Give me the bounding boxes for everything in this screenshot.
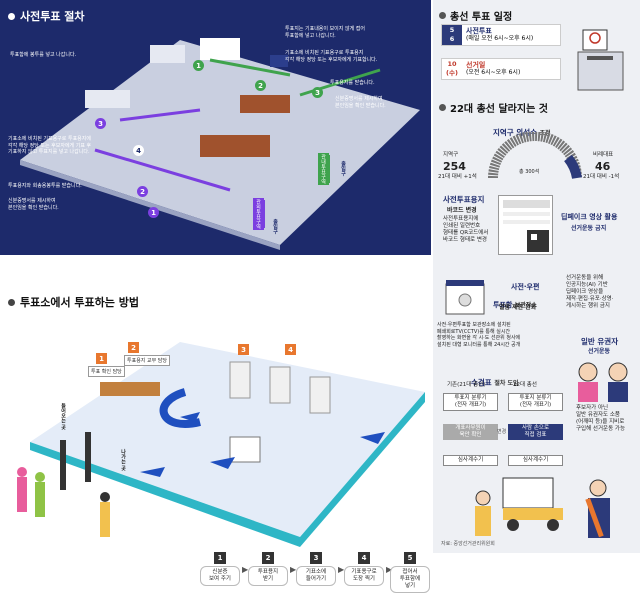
note-5: 신분증명서를 제시하여 본인임을 확인 받습니다. xyxy=(335,96,386,109)
early-voting-title: 사전투표 절차 xyxy=(8,8,85,24)
district-num: 254 xyxy=(443,160,466,173)
counting-box3: 심사계수기 xyxy=(443,455,498,466)
scene-badge: 1 xyxy=(96,353,107,364)
step-5: 5 접어서 투표함에 넣기 xyxy=(390,552,430,593)
counting-change-label: 변경 xyxy=(497,429,507,435)
issue-sign: 투표용지 교부 담당 xyxy=(124,355,170,366)
entrance-sign: 들어오는 곳 xyxy=(60,403,66,430)
ballot-box-icon xyxy=(573,22,628,92)
voting-floor xyxy=(17,342,425,547)
note-7: 투표용지와 회송용봉투를 받습니다. xyxy=(8,183,82,189)
barcode-title: 사전투표용지 xyxy=(443,195,485,204)
scene-badge: 3 xyxy=(238,344,249,355)
step-badge: 2 xyxy=(255,80,266,91)
changes-title: 22대 총선 달라지는 것 xyxy=(439,100,548,115)
counting-box4: 투표지 분류기 (전자 개표기) xyxy=(508,393,563,411)
counting-box6: 심사계수기 xyxy=(508,455,563,466)
out-area-sign: 관외투표구역 xyxy=(253,198,264,230)
step-badge: 1 xyxy=(148,207,159,218)
ballot-paper-icon xyxy=(498,195,553,255)
note-8: 신분증명서를 제시하여 본인임을 확인 받습니다. xyxy=(8,198,59,211)
step-4: 4 기표용구로 도장 찍기 xyxy=(344,552,384,586)
pr-num: 46 xyxy=(595,160,611,173)
step-badge: 1 xyxy=(193,60,204,71)
seats-total: 총 300석 xyxy=(519,169,540,175)
counting-box2: 개표사무원이 육안 확인 xyxy=(443,424,498,440)
note-2: 투표함에 봉투를 넣고 나갑니다. xyxy=(10,52,77,58)
early-vote-date: 5 6 사전투표 (매일 오전 6시~오후 6시) xyxy=(441,24,561,46)
barcode-subtitle: 바코드 변경 xyxy=(447,207,477,214)
barcode-desc: 사전투표용지에 인쇄된 일련번호 형태를 QR코드에서 바코드 형태로 변경 xyxy=(443,216,489,243)
ballot-box-desc: 사전·우편투표함 보관장소에 설치된 폐쇄회로TV(CCTV)를 통해 실시간 … xyxy=(437,322,521,348)
early-voting-panel: 사전투표 절차 관내투표구역 관외투표구역 출입구 출입구 투표지는 기표내용이… xyxy=(0,0,431,255)
scene-badge: 2 xyxy=(128,342,139,353)
note-3: 기표소에 비치된 기표용구로 투표용지 각각 해당 정당 또는 후보자에게 기표… xyxy=(285,50,378,63)
counting-title: 수검표 xyxy=(471,378,492,387)
step-badge: 2 xyxy=(137,186,148,197)
counting-col2: 22대 총선 xyxy=(513,382,537,388)
step-badge: 3 xyxy=(95,118,106,129)
entrance-sign-1: 출입구 xyxy=(340,161,346,176)
exit-sign: 나가는 곳 xyxy=(120,449,126,471)
pr-change: 21대 대비 -1석 xyxy=(583,174,620,180)
candidate-title: 일반 유권자 xyxy=(581,337,619,346)
election-info-panel: 총선 투표 일정 5 6 사전투표 (매일 오전 6시~오후 6시) 10 (수… xyxy=(433,0,640,553)
pr-label: 비례대표 xyxy=(593,152,614,158)
in-area-sign: 관내투표구역 xyxy=(318,153,329,185)
bullet-icon xyxy=(439,104,446,111)
bullet-icon xyxy=(8,12,15,20)
step-2: 2 투표용지 받기 xyxy=(248,552,288,586)
candidate-subtitle: 선거운동 xyxy=(588,348,611,355)
step-3: 3 기표소에 들어가기 xyxy=(296,552,336,586)
check-sign: 투표 확인 담당 xyxy=(88,366,125,377)
deepfake-subtitle: 선거운동 금지 xyxy=(571,225,607,232)
counting-box1: 투표지 분류기 (전자 개표기) xyxy=(443,393,498,411)
step-badge: 4 xyxy=(133,145,144,156)
seat-chart xyxy=(488,132,582,180)
campaign-illustration xyxy=(475,477,610,538)
step-badge: 3 xyxy=(312,87,323,98)
source-note: 자료: 중앙선거관리위원회 xyxy=(441,541,495,547)
note-1: 투표지는 기표내용이 보이지 않게 접어 투표함에 넣고 나갑니다. xyxy=(285,26,365,39)
candidate-desc: 후보자가 아닌 일반 유권자도 소품 (어깨띠 등)을 지비로 구입해 선거운동… xyxy=(576,405,626,432)
schedule-title: 총선 투표 일정 xyxy=(439,8,512,23)
cctv-box-icon xyxy=(445,280,485,315)
deepfake-desc: 선거운동을 위해 인공지능(AI) 기반 딥페이크 영상을 제작·편집·유포·상… xyxy=(566,275,614,309)
main-vote-date: 10 (수) 선거일 (오전 6시~오후 6시) xyxy=(441,58,561,80)
note-6: 기표소에 비치된 기표용구로 투표용지에 각각 해당 정당 또는 후보자에게 기… xyxy=(8,136,92,155)
deepfake-title: 딥페이크 영상 활용 xyxy=(561,213,618,221)
bullet-icon xyxy=(8,298,15,306)
counting-box5: 사람 손으로 직접 검표 xyxy=(508,424,563,440)
voters-icon xyxy=(578,362,628,402)
entrance-sign-2: 출입구 xyxy=(272,219,278,234)
scene-badge: 4 xyxy=(285,344,296,355)
step-1: 1 신분증 보여 주기 xyxy=(200,552,240,586)
ballot-box-title: 사전·우편 xyxy=(511,283,540,291)
district-label: 지역구 xyxy=(443,152,459,158)
voting-method-title: 투표소에서 투표하는 방법 xyxy=(8,294,139,310)
counting-col1: 기존(21대 총선) xyxy=(447,382,486,388)
voting-method-panel: 투표소에서 투표하는 방법 1 신분증 보여 주기 ▶ 2 투표용지 받기 ▶ … xyxy=(0,262,431,593)
ballot-box-subtitle: 열람 제한 완화 xyxy=(499,304,537,311)
bullet-icon xyxy=(439,12,446,19)
note-4: 투표용지를 받습니다. xyxy=(330,80,375,86)
district-change: 21대 대비 +1석 xyxy=(438,174,477,180)
